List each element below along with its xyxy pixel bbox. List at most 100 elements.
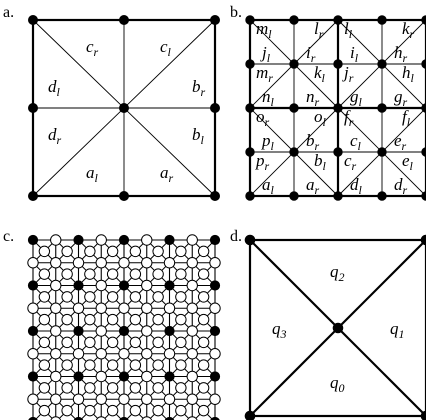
filled-node bbox=[164, 280, 175, 291]
open-node bbox=[106, 245, 119, 258]
vertex-node bbox=[244, 410, 256, 420]
vertex-node bbox=[377, 103, 387, 113]
open-node bbox=[106, 359, 119, 371]
open-node bbox=[61, 382, 73, 394]
filled-node bbox=[118, 371, 130, 382]
open-node bbox=[50, 302, 62, 314]
open-node bbox=[38, 268, 51, 280]
open-node bbox=[61, 404, 73, 417]
open-node bbox=[197, 382, 210, 394]
open-node bbox=[209, 348, 221, 360]
open-node bbox=[84, 404, 96, 417]
open-node bbox=[95, 416, 107, 420]
open-node bbox=[72, 302, 85, 314]
open-node bbox=[38, 313, 51, 326]
vertex-node bbox=[333, 147, 343, 157]
open-node bbox=[152, 313, 164, 326]
triangle-label-h_l: hl bbox=[402, 63, 415, 85]
open-node bbox=[72, 348, 85, 360]
filled-node bbox=[73, 234, 84, 246]
triangle-label-k_l: kl bbox=[314, 63, 326, 85]
vertex-node bbox=[119, 191, 129, 201]
filled-node bbox=[73, 371, 84, 382]
open-node bbox=[141, 279, 153, 292]
open-node bbox=[106, 313, 119, 326]
open-node bbox=[84, 268, 96, 280]
open-node bbox=[197, 359, 210, 371]
triangle-label-d_l: dl bbox=[48, 77, 61, 99]
open-node bbox=[50, 325, 62, 337]
triangle-label-h_r: hr bbox=[394, 43, 408, 65]
vertex-node bbox=[377, 147, 387, 157]
open-node bbox=[186, 370, 198, 383]
open-node bbox=[95, 393, 107, 405]
vertex-node bbox=[421, 15, 426, 25]
triangle-label-b_r: br bbox=[306, 131, 320, 153]
open-node bbox=[84, 291, 96, 303]
vertex-node bbox=[210, 15, 220, 25]
triangle-label-c_l: cl bbox=[350, 131, 362, 153]
open-node bbox=[106, 404, 119, 417]
open-node bbox=[152, 291, 164, 303]
open-node bbox=[163, 348, 176, 360]
vertex-node bbox=[289, 103, 299, 113]
filled-node bbox=[73, 416, 84, 420]
open-node bbox=[118, 348, 130, 360]
open-node bbox=[27, 348, 39, 360]
open-node bbox=[61, 245, 73, 258]
triangle-label-a_r: ar bbox=[160, 163, 174, 185]
open-node bbox=[197, 404, 210, 417]
triangle-label-m_l: ml bbox=[256, 19, 272, 41]
panel-a-label: a. bbox=[3, 4, 14, 21]
filled-node bbox=[119, 416, 129, 420]
open-node bbox=[27, 393, 39, 405]
vertex-node bbox=[245, 103, 255, 113]
open-node bbox=[175, 336, 187, 349]
triangle-label-k_r: kr bbox=[402, 19, 415, 41]
region-label-q3: q3 bbox=[272, 319, 287, 341]
triangle-label-n_l: nl bbox=[262, 87, 275, 109]
open-node bbox=[129, 359, 142, 371]
open-node bbox=[50, 234, 62, 246]
vertex-node bbox=[28, 191, 38, 201]
open-node bbox=[95, 257, 107, 269]
vertex-node bbox=[289, 147, 299, 157]
open-node bbox=[38, 336, 51, 349]
open-node bbox=[186, 279, 198, 292]
triangle-label-l_r: lr bbox=[314, 19, 324, 41]
triangle-label-d_r: dr bbox=[48, 125, 62, 147]
triangle-label-d_l: dl bbox=[350, 175, 363, 197]
vertex-node bbox=[421, 191, 426, 201]
panel-d-nodes bbox=[244, 234, 426, 420]
open-node bbox=[50, 257, 62, 269]
open-node bbox=[84, 336, 96, 349]
open-node bbox=[84, 359, 96, 371]
open-node bbox=[175, 313, 187, 326]
open-node bbox=[186, 348, 198, 360]
filled-node bbox=[73, 325, 84, 337]
open-node bbox=[72, 393, 85, 405]
vertex-node bbox=[289, 15, 299, 25]
open-node bbox=[197, 245, 210, 258]
open-node bbox=[61, 268, 73, 280]
triangle-label-g_l: gl bbox=[350, 87, 363, 109]
open-node bbox=[95, 234, 107, 246]
vertex-node bbox=[245, 15, 255, 25]
filled-node bbox=[27, 325, 39, 337]
open-node bbox=[118, 257, 130, 269]
open-node bbox=[186, 257, 198, 269]
open-node bbox=[84, 313, 96, 326]
open-node bbox=[50, 416, 62, 420]
open-node bbox=[38, 245, 51, 258]
open-node bbox=[163, 257, 176, 269]
triangle-label-c_l: cl bbox=[160, 37, 172, 59]
open-node bbox=[186, 393, 198, 405]
open-node bbox=[141, 393, 153, 405]
vertex-node bbox=[28, 103, 38, 113]
open-node bbox=[38, 359, 51, 371]
vertex-node bbox=[377, 59, 387, 69]
triangle-label-o_r: or bbox=[256, 107, 270, 129]
open-node bbox=[163, 393, 176, 405]
triangle-label-a_l: al bbox=[262, 175, 275, 197]
